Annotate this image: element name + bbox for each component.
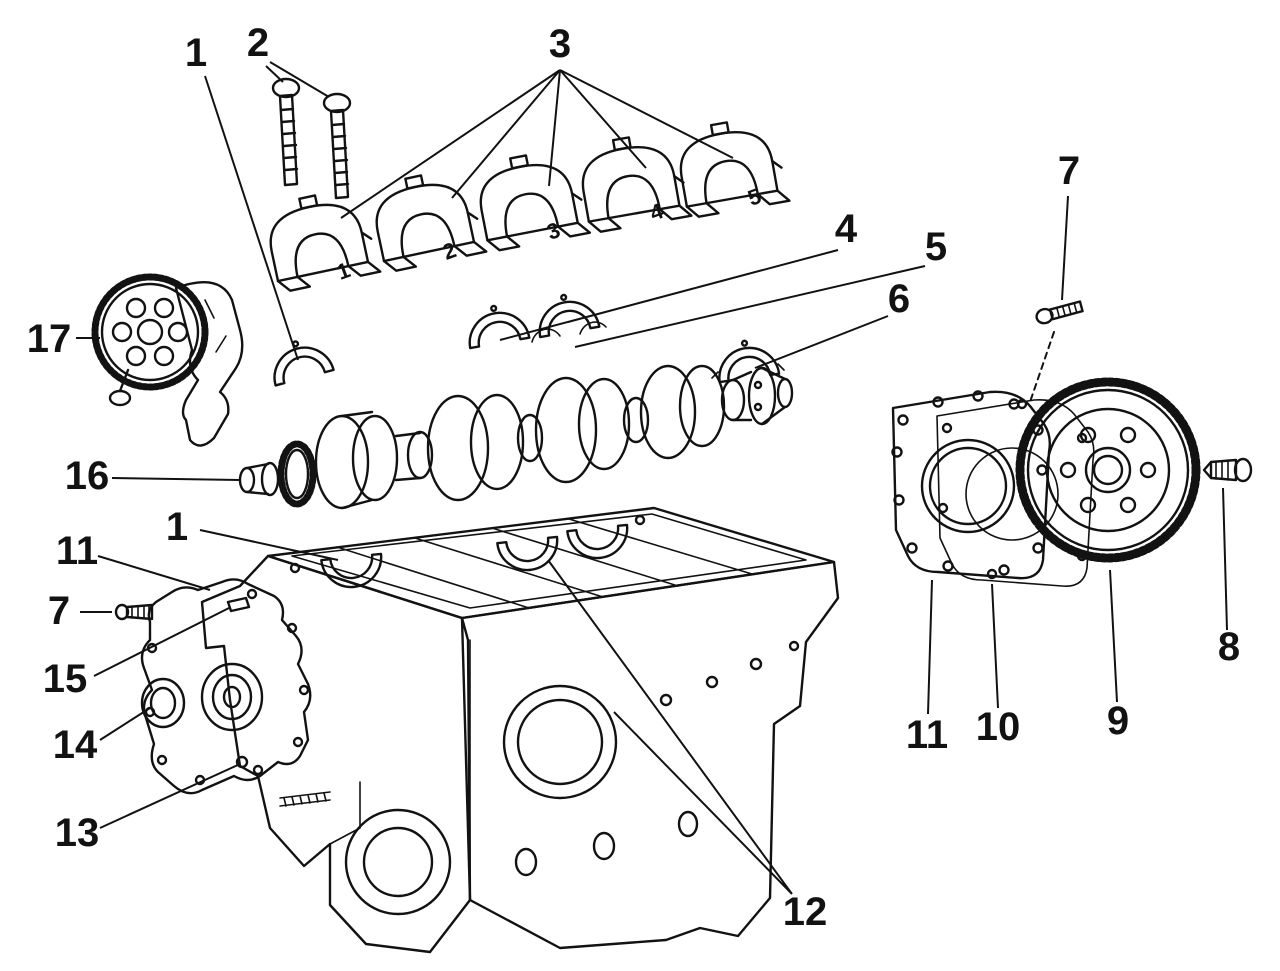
small-bolt-right bbox=[1035, 300, 1084, 325]
leader-lines bbox=[76, 61, 1228, 895]
callout-1-top: 1 bbox=[185, 31, 207, 75]
callout-11-right: 11 bbox=[906, 713, 948, 757]
woodruff-key bbox=[226, 596, 251, 613]
callout-4-upper: 4 bbox=[835, 207, 858, 251]
upper-bearing-shells bbox=[264, 288, 785, 387]
callout-3: 3 bbox=[549, 22, 571, 66]
callout-labels: 1 2 3 4 5 6 7 8 9 10 11 12 13 14 15 7 11… bbox=[27, 21, 1240, 934]
callout-16: 16 bbox=[65, 454, 110, 498]
main-bearing-cap-5 bbox=[672, 112, 791, 220]
callout-9: 9 bbox=[1107, 699, 1129, 743]
flywheel-bolt bbox=[1202, 457, 1253, 483]
callout-8: 8 bbox=[1218, 625, 1240, 669]
rear-seal-housing bbox=[891, 390, 1052, 580]
callout-5: 5 bbox=[925, 225, 947, 269]
callout-13: 13 bbox=[55, 811, 100, 855]
callout-15: 15 bbox=[43, 657, 88, 701]
front-cover-plate bbox=[140, 578, 312, 795]
oil-pump-sprocket bbox=[91, 273, 244, 447]
callout-6: 6 bbox=[888, 277, 910, 321]
main-bearing-cap-1 bbox=[260, 184, 382, 294]
main-bearing-cap-4 bbox=[574, 127, 693, 235]
callout-7-right: 7 bbox=[1058, 149, 1080, 193]
engine-block bbox=[200, 506, 840, 954]
small-bolt-left bbox=[114, 603, 154, 621]
callout-7-left: 7 bbox=[48, 589, 70, 633]
callout-14: 14 bbox=[53, 723, 98, 767]
cap-number-1: 1 bbox=[333, 257, 353, 285]
cap-number-2: 2 bbox=[439, 237, 459, 265]
callout-11-left: 11 bbox=[56, 529, 98, 573]
cap-bolt-a bbox=[271, 77, 301, 187]
alignment-dash-line bbox=[1029, 331, 1055, 403]
cap-number-3: 3 bbox=[543, 217, 563, 245]
flywheel bbox=[1015, 377, 1201, 563]
callout-12: 12 bbox=[783, 890, 828, 934]
callout-10: 10 bbox=[976, 705, 1021, 749]
seal-housing-gasket bbox=[936, 398, 1095, 587]
cap-bolt-b bbox=[322, 92, 352, 200]
callout-2: 2 bbox=[247, 21, 269, 65]
main-bearing-cap-3 bbox=[471, 145, 592, 254]
callout-17: 17 bbox=[27, 317, 72, 361]
crankshaft bbox=[238, 364, 794, 510]
callout-1-mid: 1 bbox=[166, 505, 188, 549]
main-bearing-cap-2 bbox=[366, 164, 488, 274]
